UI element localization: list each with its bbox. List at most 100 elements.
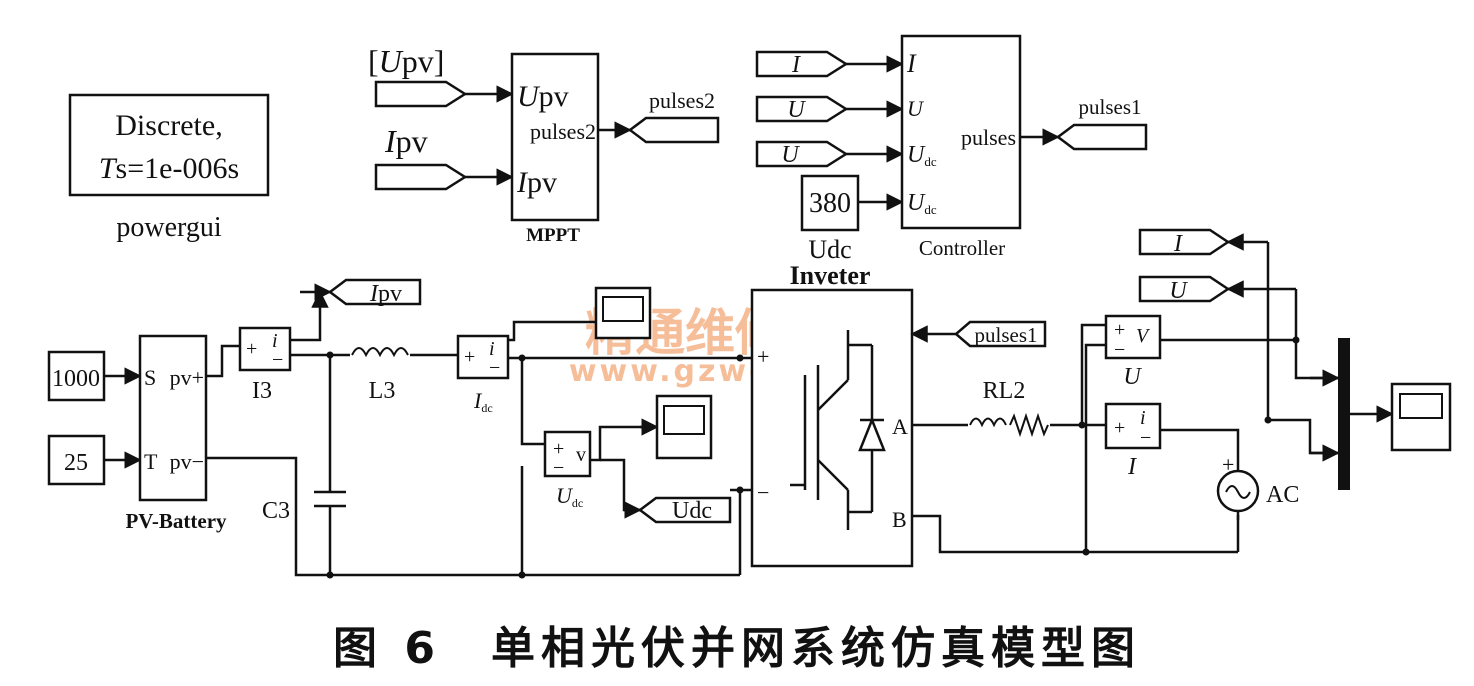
mppt-port-upv: Upv — [517, 80, 569, 113]
controller-port-udc1: Udc — [907, 142, 937, 169]
igbt-symbol — [790, 330, 886, 530]
controller-u-tag-label: U — [787, 97, 806, 123]
inverter-port-a: A — [892, 414, 908, 439]
i-current-sensor[interactable] — [1104, 402, 1162, 450]
pulses1-tag-label: pulses1 — [1079, 95, 1142, 119]
powergui-line2: Ts=1e-006s — [99, 152, 239, 185]
mppt-port-out: pulses2 — [530, 119, 596, 144]
pv-battery-label: PV-Battery — [125, 509, 227, 533]
pulses1-from-tag[interactable] — [954, 320, 1047, 348]
powergui-line1: Discrete, — [115, 109, 222, 142]
inverter-block[interactable] — [750, 288, 914, 568]
controller-label: Controller — [919, 236, 1005, 260]
mppt-section: [Upv] Ipv Upv pulses2 Ipv MPPT pulses2 — [368, 43, 720, 246]
i3-label: I3 — [252, 378, 272, 404]
upv-goto-tag[interactable] — [374, 80, 468, 108]
upv-from-tag-label: [Upv] — [368, 43, 444, 79]
pv-port-pvp: pv+ — [170, 365, 204, 390]
inverter-label: Inveter — [790, 261, 871, 290]
idc-label: Idc — [473, 388, 493, 415]
ac-label: AC — [1266, 482, 1299, 508]
udc-constant-label: Udc — [808, 235, 851, 264]
irradiance-value: 1000 — [52, 366, 100, 392]
l3-label: L3 — [369, 378, 396, 404]
i-minus: − — [1140, 427, 1151, 449]
dc-wiring — [206, 292, 754, 577]
pulses1-goto-tag[interactable] — [1055, 123, 1148, 151]
i-sym: i — [1140, 407, 1146, 429]
mppt-label: MPPT — [526, 225, 580, 246]
controller-block[interactable] — [900, 34, 1022, 230]
u-minus: − — [1114, 339, 1125, 361]
ipv-from-tag-label: Ipv — [384, 123, 428, 159]
u-goto-label: U — [1169, 278, 1188, 304]
ac-source[interactable] — [1216, 448, 1260, 520]
u-goto-tag[interactable] — [1138, 275, 1231, 303]
controller-section: I U U 380 Udc I U Udc Udc pulses Control… — [755, 34, 1148, 264]
udc-goto-label: Udc — [672, 498, 712, 524]
pv-port-s: S — [144, 365, 156, 390]
inverter-port-plus: + — [757, 344, 769, 369]
terminals — [326, 336, 1300, 579]
irradiance-constant[interactable] — [47, 350, 106, 402]
pulses2-goto-tag[interactable] — [627, 116, 720, 144]
i3-plus: + — [246, 338, 257, 360]
powergui-block[interactable]: Discrete, Ts=1e-006s — [68, 93, 270, 197]
pv-port-pvm: pv− — [170, 449, 204, 474]
pulses1-from-label: pulses1 — [975, 323, 1038, 347]
controller-udc-tag-label: U — [781, 142, 800, 168]
pv-battery-block[interactable] — [138, 334, 208, 502]
udc-constant-value: 380 — [809, 188, 851, 219]
ipv-goto-tag[interactable] — [374, 163, 468, 191]
udc-scope[interactable] — [655, 394, 713, 460]
temperature-value: 25 — [64, 450, 88, 476]
controller-port-udc2: Udc — [907, 190, 937, 217]
u-label: U — [1123, 364, 1142, 390]
inverter-port-minus: − — [757, 480, 769, 505]
udc-minus: − — [553, 457, 564, 479]
controller-port-u: U — [907, 96, 925, 121]
mux-block[interactable] — [1338, 338, 1350, 490]
idc-minus: − — [489, 357, 500, 379]
pv-port-t: T — [144, 449, 158, 474]
udc-goto-tag[interactable] — [637, 496, 732, 524]
i-label: I — [1127, 454, 1137, 480]
pulses2-tag-label: pulses2 — [649, 88, 715, 113]
rl2-load[interactable] — [968, 412, 1050, 438]
controller-i-from-tag[interactable] — [755, 50, 849, 78]
ipv-goto-tag-out[interactable] — [327, 278, 422, 306]
controller-udc-from-tag[interactable] — [755, 140, 849, 168]
i-goto-label: I — [1173, 231, 1183, 257]
u-voltage-sensor[interactable] — [1104, 314, 1162, 360]
c3-label: C3 — [262, 498, 290, 524]
udc-label: Udc — [556, 483, 583, 510]
idc-current-sensor[interactable] — [456, 334, 510, 380]
mppt-port-ipv: Ipv — [516, 166, 557, 199]
ac-scope[interactable] — [1390, 382, 1452, 452]
i-plus: + — [1114, 417, 1125, 439]
inverter-port-b: B — [892, 507, 907, 532]
udc-sym: v — [576, 444, 586, 466]
i3-sym: i — [272, 330, 278, 352]
idc-plus: + — [464, 346, 475, 368]
i-goto-tag[interactable] — [1138, 228, 1231, 256]
u-sym: V — [1136, 325, 1151, 347]
i3-current-sensor[interactable] — [238, 326, 292, 372]
mppt-block[interactable] — [510, 52, 600, 222]
idc-scope[interactable] — [594, 286, 652, 340]
udc-constant-block[interactable] — [800, 174, 860, 232]
controller-port-i: I — [906, 49, 917, 78]
powergui-label: powergui — [116, 212, 221, 243]
idc-sym: i — [489, 338, 495, 360]
l3-inductor[interactable] — [350, 346, 410, 364]
i3-minus: − — [272, 349, 283, 371]
controller-u-from-tag[interactable] — [755, 95, 849, 123]
controller-i-tag-label: I — [791, 52, 801, 78]
c3-capacitor[interactable] — [312, 478, 348, 518]
u-plus: + — [1114, 319, 1125, 341]
figure-caption: 图 6 单相光伏并网系统仿真模型图 — [333, 623, 1141, 674]
udc-voltage-sensor[interactable] — [543, 430, 592, 478]
ac-plus: + — [1222, 452, 1234, 477]
udc-plus: + — [553, 438, 564, 460]
